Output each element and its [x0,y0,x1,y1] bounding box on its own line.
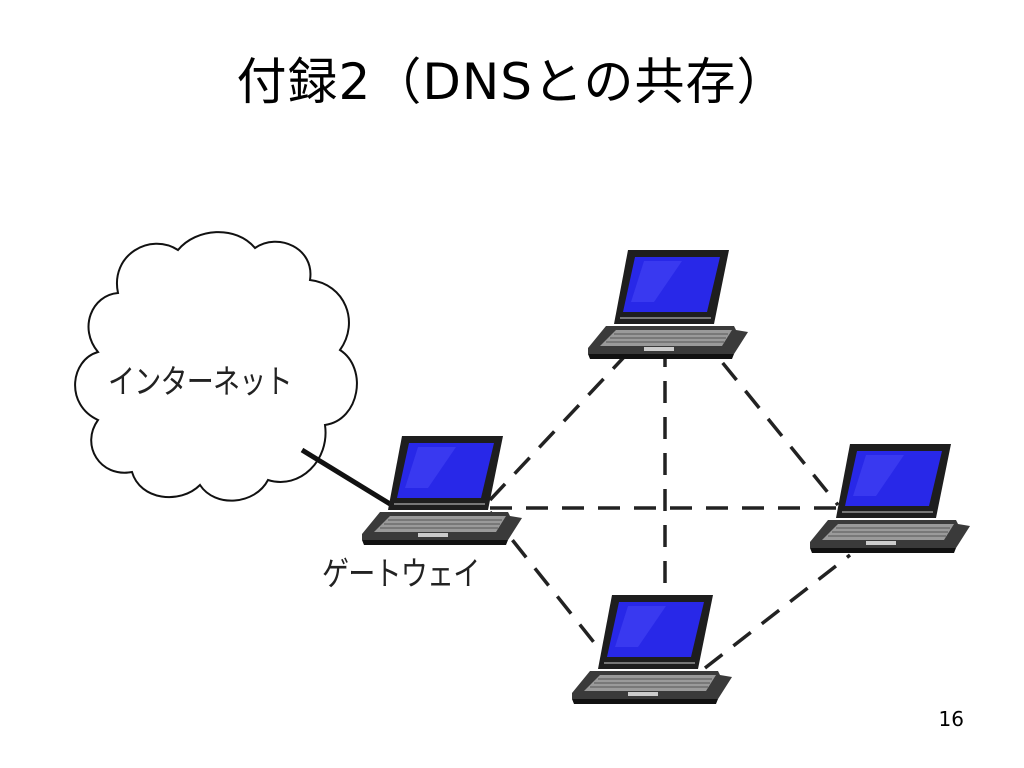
slide-title: 付録2（DNSとの共存） [236,53,788,111]
gateway-label: ゲートウェイ [322,554,480,593]
internet-gateway-link [300,447,397,510]
link-gateway-bottom [488,510,614,667]
laptop-top [587,249,749,360]
link-gateway-top [488,338,642,502]
internet-label: インターネット [108,362,292,401]
link-top-right [698,333,840,507]
laptop-bottom [571,594,733,705]
laptop-right [809,443,971,554]
link-bottom-right [703,553,852,670]
mesh-links [488,333,852,670]
page-number: 16 [938,707,964,731]
